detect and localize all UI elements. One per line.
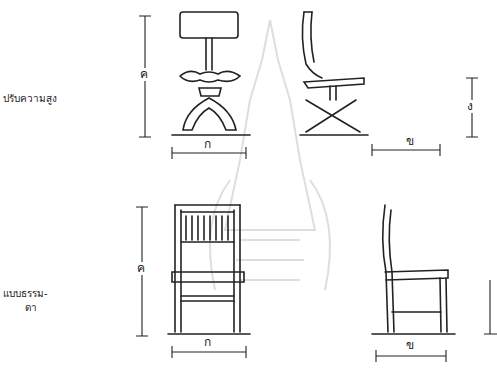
dimension-letter: ก [203, 336, 212, 349]
dimension-letter: ก [203, 138, 212, 151]
row-label: ดา [24, 302, 38, 313]
dimension-letter: ข [405, 339, 415, 352]
dimension-letter: ง [466, 100, 474, 113]
row-label: แบบธรรม- [2, 288, 49, 299]
dimension-letter: ข [405, 135, 415, 148]
row-label: ปรับความสูง [2, 93, 58, 104]
dimension-lines [136, 16, 497, 362]
dimension-letter: ค [136, 262, 146, 275]
watermark-seal [210, 20, 330, 290]
dimension-letter: ค [139, 68, 149, 81]
